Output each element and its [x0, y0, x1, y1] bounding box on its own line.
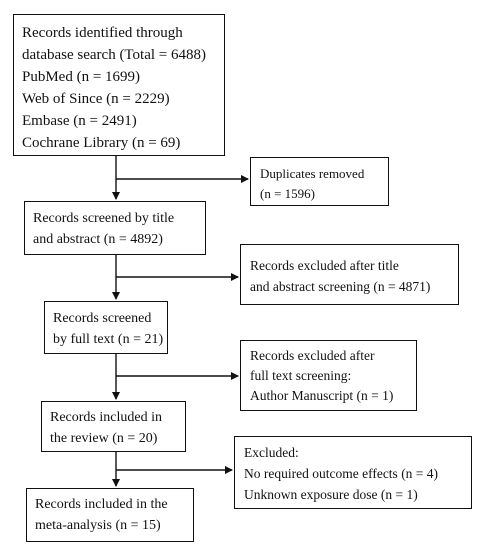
screened-title-abstract-box: Records screened by title and abstract (… [24, 201, 206, 255]
included-review-line: Records included in [50, 410, 162, 425]
identified-line: PubMed (n = 1699) [22, 69, 141, 85]
identified-line: Records identified through [22, 25, 183, 41]
identified-line: database search (Total = 6488) [22, 47, 206, 63]
excluded-full-line: Author Manuscript (n = 1) [250, 388, 394, 403]
duplicates-line: Duplicates removed [260, 166, 365, 181]
excluded-title-line: Records excluded after title [250, 258, 399, 273]
duplicates-line: (n = 1596) [260, 186, 315, 201]
included-review-line: the review (n = 20) [50, 431, 158, 446]
screened-title-line: Records screened by title [33, 211, 175, 226]
included-meta-line: meta-analysis (n = 15) [35, 518, 161, 533]
excluded-meta-line: No required outcome effects (n = 4) [244, 466, 439, 481]
screened-full-line: Records screened [53, 311, 152, 326]
excluded-meta-box: Excluded: No required outcome effects (n… [234, 436, 472, 509]
excluded-full-line: full text screening: [250, 368, 352, 383]
screened-title-line: and abstract (n = 4892) [33, 232, 163, 247]
records-identified-box: Records identified through database sear… [13, 14, 225, 156]
excluded-full-line: Records excluded after [250, 348, 375, 363]
excluded-meta-line: Unknown exposure dose (n = 1) [244, 487, 418, 502]
excluded-title-line: and abstract screening (n = 4871) [250, 279, 431, 294]
included-meta-line: Records included in the [35, 497, 168, 512]
excluded-full-text-box: Records excluded after full text screeni… [240, 340, 417, 411]
identified-line: Web of Since (n = 2229) [22, 91, 170, 107]
duplicates-removed-box: Duplicates removed (n = 1596) [250, 157, 389, 206]
screened-full-text-box: Records screened by full text (n = 21) [44, 301, 168, 354]
excluded-meta-line: Excluded: [244, 445, 299, 460]
included-meta-analysis-box: Records included in the meta-analysis (n… [26, 488, 194, 542]
included-review-box: Records included in the review (n = 20) [41, 401, 186, 452]
excluded-title-abstract-box: Records excluded after title and abstrac… [240, 244, 459, 305]
screened-full-line: by full text (n = 21) [53, 332, 164, 347]
identified-line: Embase (n = 2491) [22, 113, 137, 129]
identified-line: Cochrane Library (n = 69) [22, 135, 181, 151]
